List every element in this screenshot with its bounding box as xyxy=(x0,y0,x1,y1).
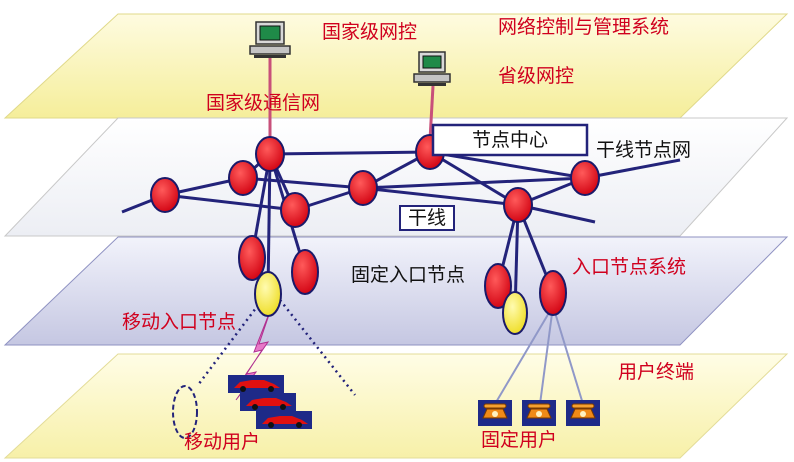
trunk-node xyxy=(228,160,258,196)
label-mobile-access-node: 移动入口节点 xyxy=(122,311,237,333)
telephone-icon xyxy=(478,400,512,426)
user-terminal-plane xyxy=(3,353,789,459)
computer-icon xyxy=(249,21,291,58)
telephone-icon xyxy=(566,400,600,426)
label-national-control: 国家级网控 xyxy=(322,21,418,43)
control-link-provincial xyxy=(428,85,435,141)
access-node xyxy=(484,263,512,309)
car-icon xyxy=(240,393,296,411)
computer-icon xyxy=(413,51,451,86)
access-node-plane xyxy=(3,236,789,346)
telephone-icon xyxy=(522,400,556,426)
label-fixed-access-node: 固定入口节点 xyxy=(351,264,466,286)
trunk-node xyxy=(348,170,378,206)
access-node xyxy=(238,235,266,281)
mobile-access-node xyxy=(254,271,282,317)
fixed-user-links xyxy=(494,305,584,405)
mobile-user-group-outline xyxy=(172,385,198,439)
trunk-network-plane xyxy=(3,117,789,237)
trunk-node xyxy=(150,177,180,213)
label-national-comm-network: 国家级通信网 xyxy=(206,92,321,114)
trunk-node xyxy=(255,136,285,172)
label-trunk-node-network: 干线节点网 xyxy=(596,139,692,161)
trunk-node xyxy=(280,192,310,228)
label-fixed-user: 固定用户 xyxy=(481,429,558,451)
access-node xyxy=(539,270,567,316)
node-center-box xyxy=(431,123,589,157)
label-provincial-control: 省级网控 xyxy=(498,65,575,87)
label-trunk: 干线 xyxy=(408,207,447,229)
trunk-box xyxy=(399,205,455,231)
label-user-terminal: 用户终端 xyxy=(618,361,695,383)
mobile-coverage xyxy=(197,299,356,396)
fixed-access-node xyxy=(502,291,528,335)
label-node-center: 节点中心 xyxy=(472,129,549,151)
car-icon xyxy=(256,411,312,429)
label-access-node-system: 入口节点系统 xyxy=(572,256,687,278)
label-nms-system: 网络控制与管理系统 xyxy=(498,16,670,38)
trunk-node xyxy=(570,160,600,196)
trunk-node xyxy=(503,187,533,223)
access-node xyxy=(291,249,319,295)
car-icon xyxy=(228,375,284,393)
label-mobile-user: 移动用户 xyxy=(184,431,261,453)
